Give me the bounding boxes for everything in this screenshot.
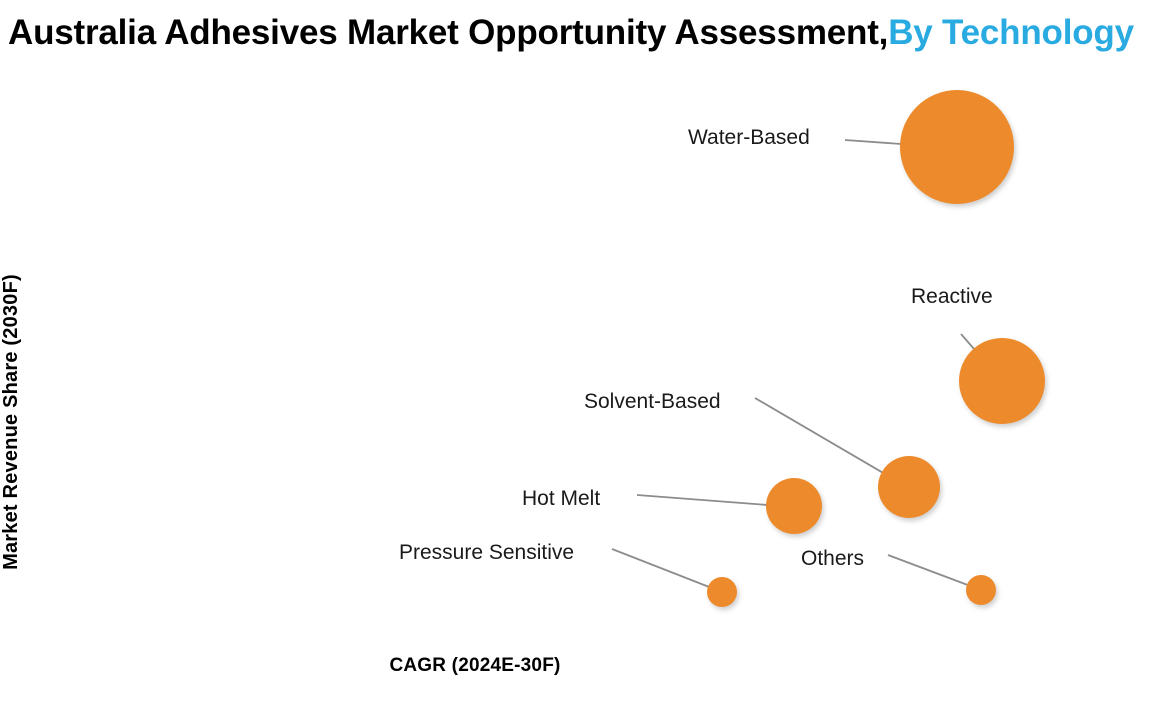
bubble-label-reactive: Reactive [911, 285, 993, 308]
x-axis-title: CAGR (2024E-30F) [389, 655, 561, 676]
bubble-label-hot-melt: Hot Melt [522, 487, 601, 510]
bubble-reactive[interactable] [959, 338, 1045, 424]
page-title: Australia Adhesives Market Opportunity A… [8, 10, 1158, 60]
title-accent-text: By Technology [888, 13, 1134, 52]
title-main-text: Australia Adhesives Market Opportunity A… [8, 13, 889, 52]
bubble-label-pressure-sensitive: Pressure Sensitive [399, 541, 575, 564]
bubble-label-solvent-based: Solvent-Based [584, 390, 721, 413]
leader-line-pressure-sensitive [611, 548, 723, 593]
bubble-solvent-based[interactable] [878, 456, 940, 518]
bubble-label-water-based: Water-Based [688, 126, 810, 149]
bubble-label-others: Others [801, 547, 865, 570]
bubble-pressure-sensitive[interactable] [707, 577, 737, 607]
bubble-hot-melt[interactable] [766, 478, 822, 534]
bubble-water-based[interactable] [900, 90, 1014, 204]
bubble-others[interactable] [966, 575, 996, 605]
